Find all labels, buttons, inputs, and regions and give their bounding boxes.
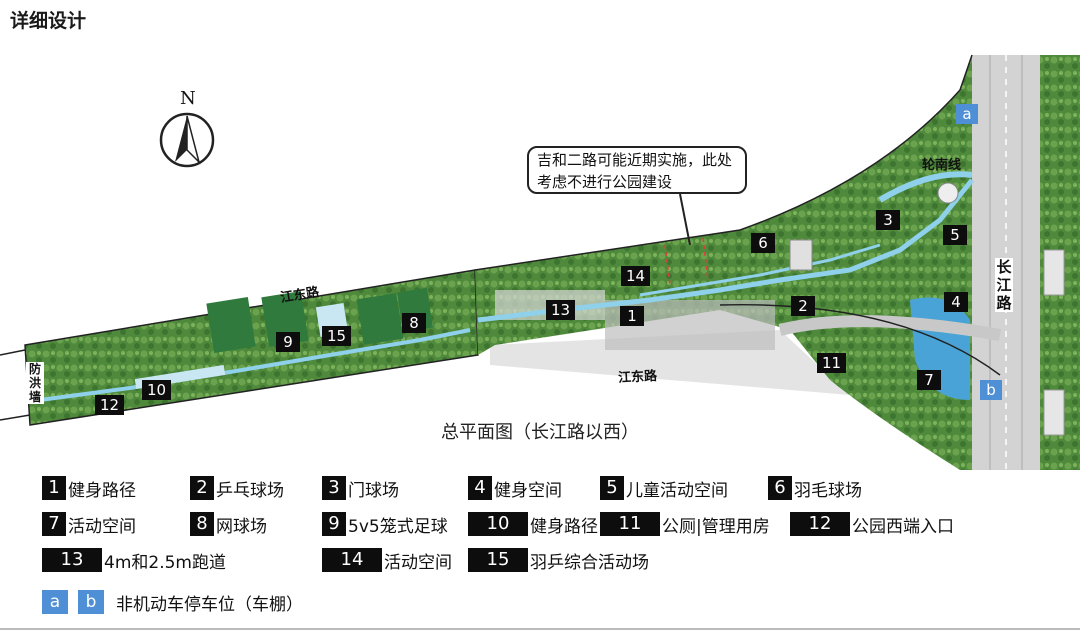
map-tag-4: 4 bbox=[944, 292, 968, 312]
road-label-lunnan: 轮南线 bbox=[922, 158, 962, 173]
map-tag-6: 6 bbox=[751, 233, 775, 253]
road-label-jiangdong-south: 江东路 bbox=[617, 368, 658, 387]
east-park-area bbox=[475, 55, 972, 470]
map-tag-9: 9 bbox=[276, 332, 300, 352]
compass-icon bbox=[159, 112, 215, 168]
road-label-changjiang: 长江路 bbox=[995, 258, 1013, 312]
map-tag-5: 5 bbox=[943, 225, 967, 245]
map-tag-1: 1 bbox=[620, 306, 644, 326]
map-tag-14: 14 bbox=[621, 266, 651, 286]
page-title: 详细设计 bbox=[10, 10, 87, 32]
map-tag-7: 7 bbox=[917, 370, 941, 390]
divider bbox=[0, 628, 1080, 630]
map-tag-3: 3 bbox=[876, 210, 900, 230]
road-label-fanghong: 防洪墙 bbox=[26, 362, 44, 404]
map-tag-2: 2 bbox=[791, 296, 815, 316]
plan-caption: 总平面图（长江路以西） bbox=[441, 422, 639, 443]
map-tag-b: b bbox=[980, 380, 1002, 400]
legend-item-bike-parking: a b 非机动车停车位（车棚） bbox=[42, 590, 303, 615]
map-tag-12: 12 bbox=[95, 395, 125, 415]
map-tag-15: 15 bbox=[322, 326, 352, 346]
map-tag-8: 8 bbox=[402, 313, 426, 333]
map-tag-10: 10 bbox=[142, 380, 172, 400]
callout-note: 吉和二路可能近期实施，此处考虑不进行公园建设 bbox=[527, 146, 747, 194]
map-tag-11: 11 bbox=[817, 353, 847, 373]
map-tag-a: a bbox=[956, 104, 978, 124]
site-plan-map: N 吉和二路可能近期实施，此处考虑不进行公园建设 江东路 江东路 轮南线 长江路… bbox=[0, 54, 1080, 470]
map-tag-13: 13 bbox=[546, 300, 576, 320]
north-label: N bbox=[180, 88, 196, 109]
